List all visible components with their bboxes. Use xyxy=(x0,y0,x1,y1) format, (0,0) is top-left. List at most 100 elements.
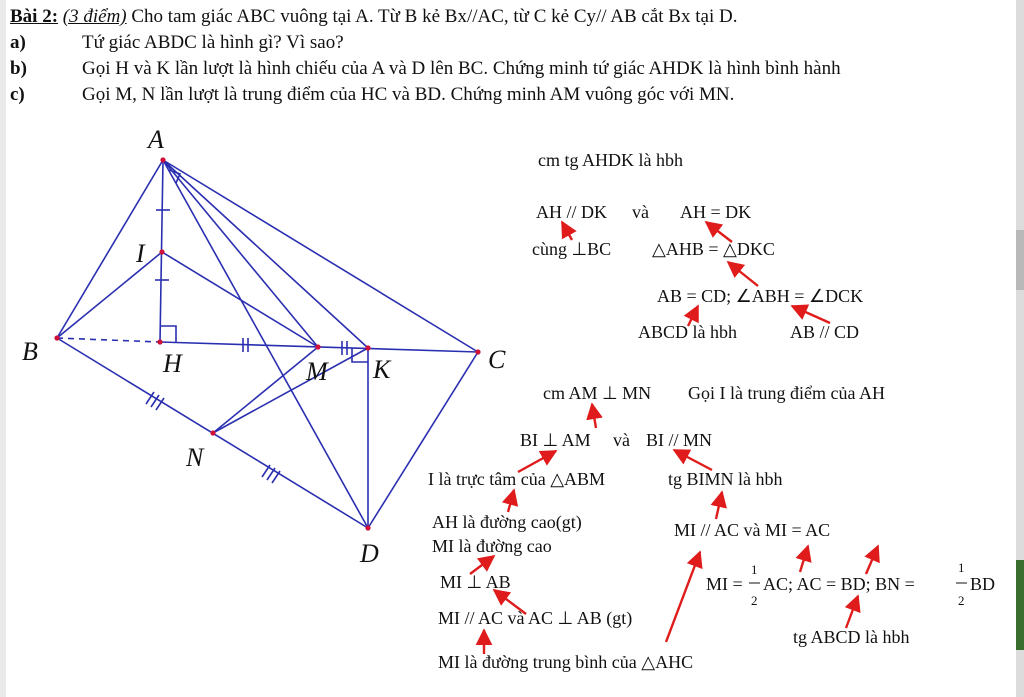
label-A: A xyxy=(146,125,164,154)
point-D xyxy=(365,525,371,531)
arrow-c-4 xyxy=(501,488,519,513)
solution-part-c: cm AM ⊥ MN Gọi I là trung điểm của AH BI… xyxy=(428,383,995,672)
segment-AK xyxy=(162,159,369,349)
point-I xyxy=(159,249,165,255)
c-frac1-num: 1 xyxy=(751,562,758,577)
arrow-c-9 xyxy=(492,588,527,615)
arrow-c-6 xyxy=(469,554,496,575)
problem-part-b: b) Gọi H và K lần lượt là hình chiếu của… xyxy=(10,56,1010,82)
c-line6-right: tg ABCD là hbh xyxy=(793,627,910,647)
right-edge-green xyxy=(1016,560,1024,650)
part-a-text: Tứ giác ABDC là hình gì? Vì sao? xyxy=(82,32,344,53)
arrow-c-3 xyxy=(672,448,713,472)
right-edge-strip xyxy=(1016,0,1024,697)
b-line2-left: cùng ⊥BC xyxy=(532,239,611,259)
c-line1-left: BI ⊥ AM xyxy=(520,430,591,450)
arrow-b-4 xyxy=(683,304,700,327)
problem-score: (3 điểm) xyxy=(62,6,127,27)
arrow-c-7 xyxy=(795,544,812,573)
problem-statement: Bài 2: (3 điểm) Cho tam giác ABC vuông t… xyxy=(10,4,1010,108)
arrow-b-2 xyxy=(704,220,733,243)
label-K: K xyxy=(372,355,392,384)
arrow-c-1 xyxy=(586,402,603,429)
label-B: B xyxy=(22,337,38,366)
c-line5-left: MI ⊥ AB xyxy=(440,572,511,592)
label-I: I xyxy=(135,239,146,268)
tick-ND-2 xyxy=(266,467,276,481)
left-edge-strip xyxy=(0,0,6,697)
point-C xyxy=(475,349,481,355)
problem-main-text: Cho tam giác ABC vuông tại A. Từ B kẻ Bx… xyxy=(131,6,738,27)
c-line1-right: BI // MN xyxy=(646,430,712,450)
c-line7-left: MI là đường trung bình của △AHC xyxy=(438,652,693,672)
c-line5-right-c: BD xyxy=(970,574,995,594)
arrow-c-10 xyxy=(844,594,861,629)
part-c-text: Gọi M, N lần lượt là trung điểm của HC v… xyxy=(82,84,735,105)
c-line2-right: tg BIMN là hbh xyxy=(668,469,783,489)
c-line3-right: MI // AC và MI = AC xyxy=(674,520,830,540)
arrow-c-8 xyxy=(864,544,880,575)
part-a-label: a) xyxy=(10,32,26,53)
tick-ND-1 xyxy=(261,464,271,478)
label-C: C xyxy=(488,345,506,374)
label-H: H xyxy=(162,349,183,378)
geometry-figure xyxy=(56,159,479,529)
c-line6-left: MI // AC và AC ⊥ AB (gt) xyxy=(438,608,632,629)
tick-ND-3 xyxy=(271,470,281,484)
c-line5-right-a: MI = xyxy=(706,574,743,594)
c-frac2-num: 1 xyxy=(958,560,965,575)
point-N xyxy=(210,430,216,436)
figure-labels: A I B H M K C N D xyxy=(22,125,506,568)
reasoning-arrows xyxy=(469,220,880,654)
b-line4-right: AB // CD xyxy=(790,322,859,342)
point-A xyxy=(160,157,166,163)
segment-MN xyxy=(212,346,319,434)
segment-AB xyxy=(56,159,164,339)
point-M xyxy=(315,344,321,350)
right-angle-A xyxy=(168,169,182,184)
arrow-b-5 xyxy=(790,304,831,325)
c-goal: cm AM ⊥ MN xyxy=(543,383,651,403)
problem-title-row: Bài 2: (3 điểm) Cho tam giác ABC vuông t… xyxy=(10,4,1010,30)
segment-IM xyxy=(161,251,319,348)
c-frac2-den: 2 xyxy=(958,593,965,608)
c-line2-left: I là trực tâm của △ABM xyxy=(428,469,605,489)
part-b-text: Gọi H và K lần lượt là hình chiếu của A … xyxy=(82,58,841,79)
tick-BN-3 xyxy=(155,397,165,411)
c-line5-right-b: AC; AC = BD; BN = xyxy=(763,574,915,594)
part-b-label: b) xyxy=(10,58,27,79)
segment-NK xyxy=(212,347,369,434)
b-goal: cm tg AHDK là hbh xyxy=(538,150,683,170)
tick-BN-1 xyxy=(145,391,155,405)
b-line3: AB = CD; ∠ABH = ∠DCK xyxy=(657,286,863,306)
arrow-c-12 xyxy=(664,550,703,643)
c-hint: Gọi I là trung điểm của AH xyxy=(688,383,885,403)
b-line1-right: AH = DK xyxy=(680,202,751,222)
segment-AC xyxy=(162,159,479,353)
label-M: M xyxy=(305,357,329,386)
problem-part-a: a) Tứ giác ABDC là hình gì? Vì sao? xyxy=(10,30,1010,56)
right-angle-H xyxy=(160,325,177,342)
solution-part-b: cm tg AHDK là hbh AH // DK và AH = DK cù… xyxy=(532,150,863,342)
b-line1-left: AH // DK xyxy=(536,202,607,222)
arrow-c-2 xyxy=(517,449,558,474)
segment-CD xyxy=(367,351,479,529)
b-line1-and: và xyxy=(632,202,649,222)
segment-BH-dashed xyxy=(56,337,161,343)
arrow-c-5 xyxy=(710,490,727,520)
point-H xyxy=(157,339,163,345)
b-line4-left: ABCD là hbh xyxy=(638,322,737,342)
c-line3-left: AH là đường cao(gt) xyxy=(432,512,582,533)
segment-AM xyxy=(162,159,319,348)
c-line1-and: và xyxy=(613,430,630,450)
arrow-b-1 xyxy=(560,220,577,241)
right-angle-K xyxy=(351,348,368,363)
problem-part-c: c) Gọi M, N lần lượt là trung điểm của H… xyxy=(10,82,1010,108)
label-D: D xyxy=(359,539,379,568)
tick-BN-2 xyxy=(150,394,160,408)
label-N: N xyxy=(185,443,205,472)
c-frac1-den: 2 xyxy=(751,593,758,608)
part-c-label: c) xyxy=(10,84,25,105)
point-B xyxy=(54,335,60,341)
